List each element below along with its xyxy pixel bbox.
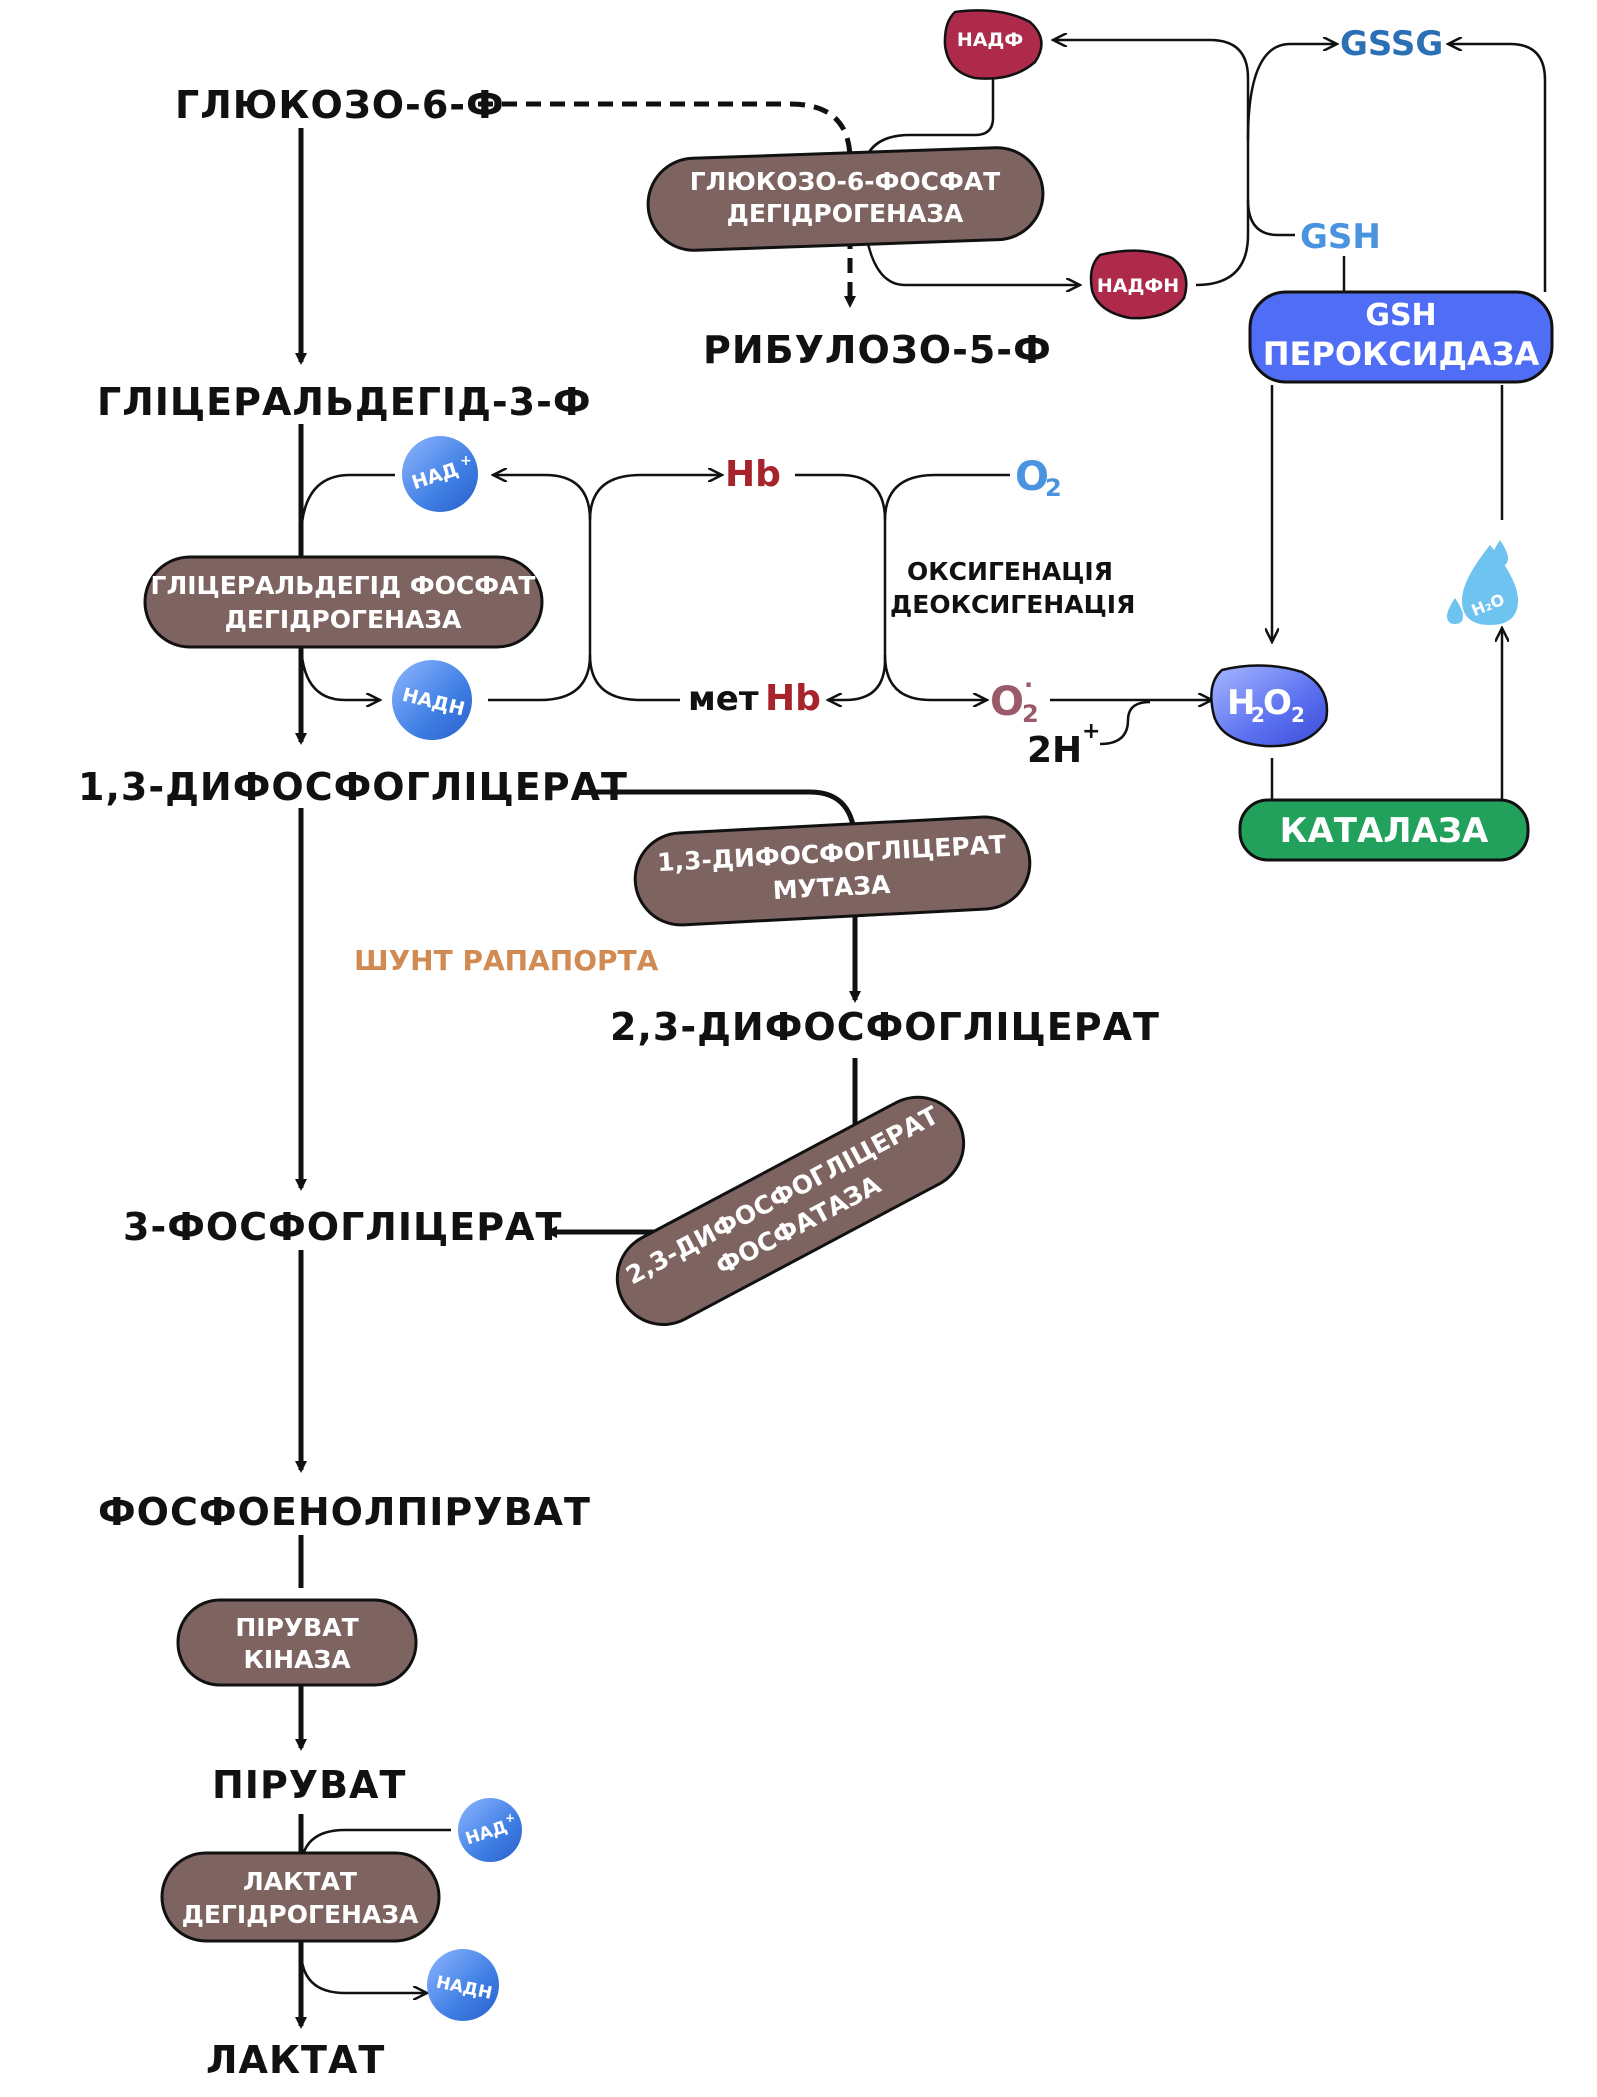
enzyme-g6pd: ГЛЮКОЗО-6-ФОСФАТ ДЕГІДРОГЕНАЗА (646, 146, 1045, 252)
metabolite-2-3-bisphosphoglycerate: 2,3-ДИФОСФОГЛІЦЕРАТ (610, 1005, 1160, 1049)
nad-plus-ldh-sign: + (505, 1811, 515, 1825)
enzyme-g6pd-line2: ДЕГІДРОГЕНАЗА (727, 199, 964, 228)
enzyme-pyruvate-kinase-line2: КІНАЗА (243, 1645, 351, 1674)
enzyme-gpx-line2: ПЕРОКСИДАЗА (1263, 335, 1540, 373)
enzyme-lactate-dehydrogenase: ЛАКТАТ ДЕГІДРОГЕНАЗА (160, 1851, 441, 1943)
h2o2-h: H (1227, 683, 1255, 723)
enzyme-catalase: КАТАЛАЗА (1238, 798, 1530, 862)
water-drop-icon: H₂O (1447, 540, 1518, 625)
enzyme-catalase-label: КАТАЛАЗА (1280, 811, 1489, 851)
enzyme-gapdh-line2: ДЕГІДРОГЕНАЗА (225, 605, 462, 634)
oxygen-subscript: 2 (1045, 474, 1062, 502)
two-protons-plus: + (1082, 719, 1100, 744)
two-protons: 2H + (1027, 719, 1100, 771)
enzyme-bpg-mutase: 1,3-ДИФОСФОГЛІЦЕРАТ МУТАЗА (633, 815, 1032, 927)
enzyme-gapdh-line1: ГЛІЦЕРАЛЬДЕГІД ФОСФАТ (151, 571, 536, 600)
metabolites: ГЛЮКОЗО-6-Ф РИБУЛОЗО-5-Ф ГЛІЦЕРАЛЬДЕГІД-… (78, 83, 1160, 2082)
nadph-label: НАДФН (1097, 275, 1179, 297)
enzyme-gpx-line1: GSH (1365, 298, 1436, 333)
nadp-plus-label: НАДФ (957, 29, 1023, 51)
cofactor-nad-plus-gapdh: НАД + (402, 436, 478, 512)
metabolite-ribulose-5-phosphate: РИБУЛОЗО-5-Ф (703, 328, 1052, 372)
nadp-plus-sign: + (1035, 15, 1048, 34)
hemoglobin: Hb (725, 454, 781, 495)
enzyme-ldh-line2: ДЕГІДРОГЕНАЗА (182, 1900, 419, 1929)
superoxide-symbol: O (990, 679, 1024, 725)
enzyme-pyruvate-kinase-line1: ПІРУВАТ (235, 1613, 358, 1642)
methb-prefix: мет (688, 679, 759, 719)
glutathione-disulfide: GSSG (1340, 24, 1443, 64)
deoxygenation-label: ДЕОКСИГЕНАЦІЯ (890, 590, 1135, 619)
hydrogen-peroxide: H 2 O 2 (1210, 664, 1329, 748)
superoxide: O 2 · (990, 671, 1039, 728)
reduced-glutathione: GSH (1300, 217, 1381, 257)
enzyme-gapdh: ГЛІЦЕРАЛЬДЕГІД ФОСФАТ ДЕГІДРОГЕНАЗА (143, 555, 544, 649)
cofactor-nadph: НАДФН (1089, 249, 1188, 320)
enzyme-pyruvate-kinase: ПІРУВАТ КІНАЗА (176, 1598, 418, 1687)
superoxide-subscript: 2 (1022, 700, 1039, 728)
metabolite-pyruvate: ПІРУВАТ (212, 1763, 406, 1807)
h2o2-o-sub: 2 (1291, 703, 1305, 727)
cofactor-nad-plus-ldh: НАД + (458, 1798, 522, 1862)
rapoport-shunt-label: ШУНТ РАПАПОРТА (354, 944, 659, 977)
pentose-phosphate-branch (478, 101, 856, 308)
cofactor-nadp-plus: НАДФ + (943, 9, 1048, 80)
metabolite-phosphoenolpyruvate: ФОСФОЕНОЛПІРУВАТ (98, 1490, 591, 1534)
nad-plus-gapdh-sign: + (460, 453, 472, 469)
enzyme-bpg-phosphatase: 2,3-ДИФОСФОГЛІЦЕРАТ ФОСФАТАЗА (615, 1095, 966, 1326)
h2o2-o: O (1263, 683, 1292, 723)
enzyme-glutathione-peroxidase: GSH ПЕРОКСИДАЗА (1248, 290, 1554, 384)
metabolite-glyceraldehyde-3-phosphate: ГЛІЦЕРАЛЬДЕГІД-3-Ф (97, 380, 592, 424)
oxygenation-label: ОКСИГЕНАЦІЯ (907, 557, 1113, 586)
enzyme-ldh-line1: ЛАКТАТ (243, 1867, 357, 1896)
two-protons-label: 2H (1027, 730, 1082, 771)
metabolite-glucose-6-phosphate: ГЛЮКОЗО-6-Ф (175, 83, 505, 127)
oxygen: O 2 (1015, 454, 1062, 502)
metabolite-1-3-bisphosphoglycerate: 1,3-ДИФОСФОГЛІЦЕРАТ (78, 765, 628, 809)
superoxide-radical: · (1024, 671, 1033, 699)
methemoglobin: мет Hb (688, 678, 821, 719)
oxygen-symbol: O (1015, 454, 1049, 500)
cofactor-nadh-gapdh: НАДН (392, 660, 472, 740)
cofactor-nadh-ldh: НАДН (427, 1949, 499, 2021)
methb-suffix: Hb (765, 678, 821, 719)
metabolite-3-phosphoglycerate: 3-ФОСФОГЛІЦЕРАТ (123, 1205, 562, 1249)
enzyme-g6pd-line1: ГЛЮКОЗО-6-ФОСФАТ (690, 167, 1000, 196)
h2o2-h-sub: 2 (1251, 703, 1265, 727)
enzyme-bpg-mutase-line2: МУТАЗА (772, 870, 892, 905)
metabolite-lactate: ЛАКТАТ (206, 2038, 385, 2082)
